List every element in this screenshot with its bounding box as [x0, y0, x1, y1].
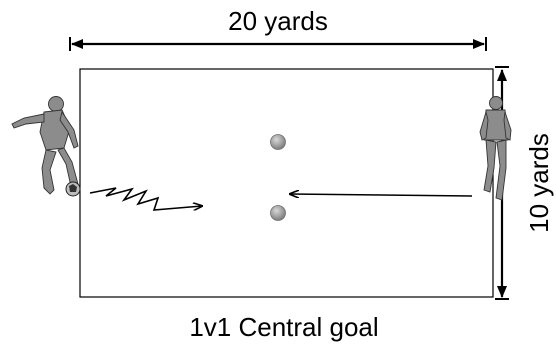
height-dimension: 10 yards: [495, 66, 554, 300]
goal-cone-top: [270, 134, 286, 150]
playing-area: [79, 68, 494, 298]
diagram-caption: 1v1 Central goal: [189, 312, 378, 342]
dribble-arrow: [89, 187, 202, 211]
goal-cone-bottom: [270, 205, 286, 221]
height-label: 10 yards: [524, 133, 554, 233]
width-dimension: 20 yards: [69, 6, 487, 51]
defender-player-icon: [479, 96, 512, 201]
width-label: 20 yards: [228, 6, 328, 36]
attacker-player-icon: [11, 96, 81, 197]
run-arrow: [290, 194, 473, 196]
